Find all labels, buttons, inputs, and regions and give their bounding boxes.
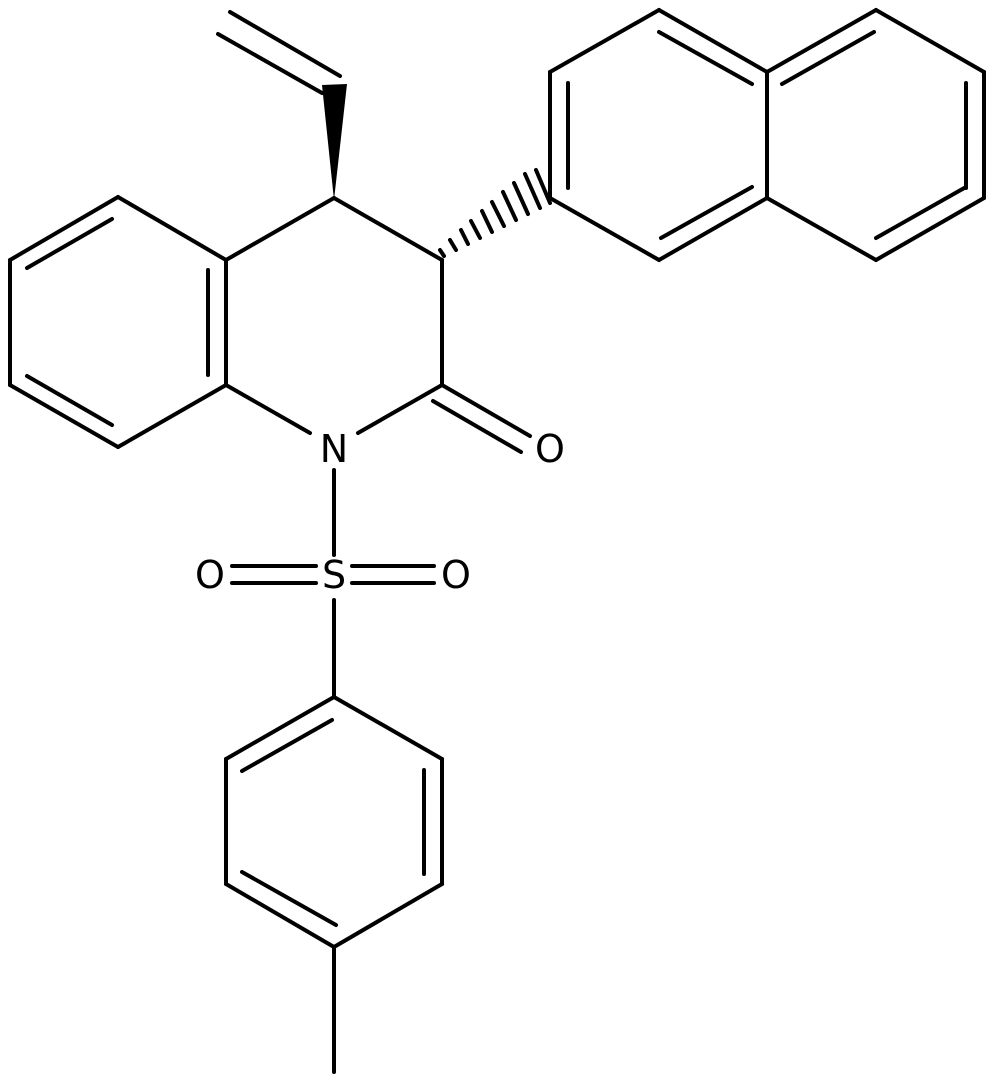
hashed-bond (438, 168, 552, 258)
lactam-ring (224, 196, 444, 435)
vinyl-wedge-bond (322, 84, 347, 200)
sulfonyl-oxygen-left-label: O (195, 553, 225, 597)
sulfonyl-bonds (230, 564, 436, 585)
vinyl-double-bond-inner (216, 32, 324, 95)
benzo-ring (8, 195, 228, 449)
vinyl-double-bond-outer (228, 10, 342, 78)
vinyl-group (216, 10, 347, 200)
sulfur-atom-label: S (322, 553, 346, 597)
naphthalene-ring (548, 8, 986, 262)
carbonyl-bond (431, 383, 532, 454)
carbonyl-oxygen-label: O (535, 427, 565, 471)
nitrogen-atom-label: N (320, 427, 348, 471)
tolyl-ring (224, 695, 444, 949)
sulfonyl-oxygen-right-label: O (441, 553, 471, 597)
